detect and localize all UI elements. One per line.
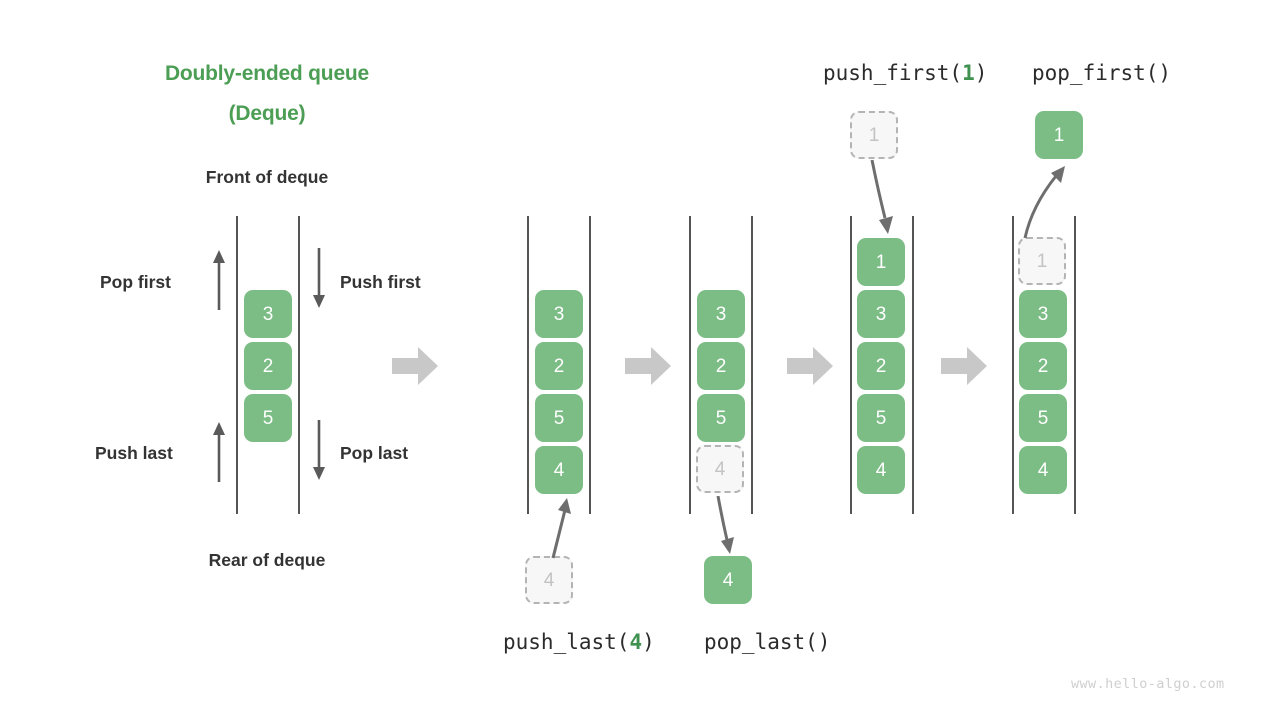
deque-item: 4: [857, 446, 905, 494]
deque-item: 2: [535, 342, 583, 390]
page-title-line2: (Deque): [228, 102, 306, 125]
label-rear-of-deque: Rear of deque: [208, 550, 326, 570]
deque-item: 3: [857, 290, 905, 338]
deque-item: 2: [244, 342, 292, 390]
popped-element: 1: [1035, 111, 1083, 159]
deque-item: 4: [535, 446, 583, 494]
deque-item: 2: [1019, 342, 1067, 390]
deque-item: 3: [244, 290, 292, 338]
deque-rail-right-col3: [751, 216, 753, 514]
incoming-element-ghost: 4: [525, 556, 573, 604]
op-pop-first-name: pop_first(): [1032, 61, 1172, 85]
op-label-pop-first: pop_first(): [1032, 60, 1171, 86]
step-arrow-icon: [941, 347, 987, 385]
deque-rail-right-col4: [912, 216, 914, 514]
arrow-pop-last-motion: [716, 496, 734, 554]
deque-item: 5: [244, 394, 292, 442]
arrow-push-last-motion: [551, 498, 571, 559]
step-arrow-icon: [392, 347, 438, 385]
deque-item: 2: [697, 342, 745, 390]
deque-rail-left-col2: [527, 216, 529, 514]
op-push-last-arg: 4: [629, 630, 643, 654]
label-push-last: Push last: [95, 443, 173, 463]
op-label-push-last: push_last(4): [503, 629, 655, 655]
op-push-last-name: push_last(: [503, 630, 630, 654]
op-push-last-close: ): [642, 630, 655, 654]
arrow-push-last-up: [213, 422, 225, 482]
label-pop-first: Pop first: [100, 272, 171, 292]
arrow-push-first-motion: [870, 160, 893, 234]
op-push-first-name: push_first(: [823, 61, 963, 85]
page-title-line1: Doubly-ended queue: [164, 62, 370, 85]
deque-rail-left-col4: [850, 216, 852, 514]
deque-item: 1: [857, 238, 905, 286]
deque-item: 4: [1019, 446, 1067, 494]
op-label-pop-last: pop_last(): [704, 629, 830, 655]
step-arrow-icon: [625, 347, 671, 385]
deque-rail-left-col1: [236, 216, 238, 514]
deque-item: 3: [697, 290, 745, 338]
label-pop-last: Pop last: [340, 443, 409, 463]
incoming-element-ghost: 1: [850, 111, 898, 159]
arrow-pop-first-up: [213, 250, 225, 310]
deque-rail-left-col3: [689, 216, 691, 514]
step-arrow-icon: [787, 347, 833, 385]
removed-element-ghost: 4: [696, 445, 744, 493]
deque-item: 3: [1019, 290, 1067, 338]
op-push-first-close: ): [974, 61, 988, 85]
arrow-pop-first-motion: [1023, 166, 1065, 239]
popped-element: 4: [704, 556, 752, 604]
deque-item: 5: [857, 394, 905, 442]
deque-rail-right-col1: [298, 216, 300, 514]
deque-item: 2: [857, 342, 905, 390]
op-pop-last-name: pop_last(): [704, 630, 831, 654]
deque-item: 5: [535, 394, 583, 442]
deque-item: 3: [535, 290, 583, 338]
label-front-of-deque: Front of deque: [205, 167, 329, 187]
removed-element-ghost: 1: [1018, 237, 1066, 285]
deque-rail-left-col5: [1012, 216, 1014, 514]
deque-rail-right-col5: [1074, 216, 1076, 514]
op-label-push-first: push_first(1): [823, 60, 987, 86]
deque-item: 5: [1019, 394, 1067, 442]
deque-rail-right-col2: [589, 216, 591, 514]
arrow-push-first-down: [313, 248, 325, 308]
op-push-first-arg: 1: [962, 61, 975, 85]
watermark: www.hello-algo.com: [1071, 676, 1225, 692]
deque-item: 5: [697, 394, 745, 442]
label-push-first: Push first: [340, 272, 421, 292]
arrow-pop-last-down: [313, 420, 325, 480]
